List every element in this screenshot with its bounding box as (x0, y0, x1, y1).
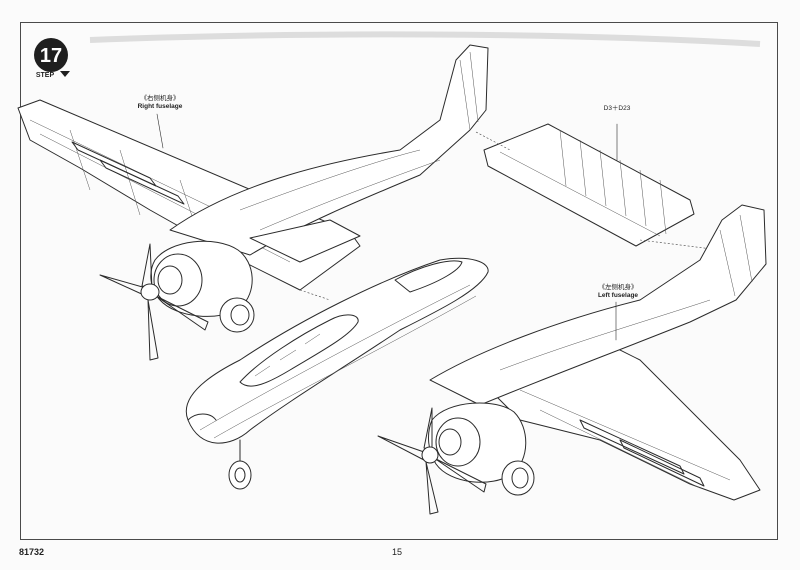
step-label: STEP (36, 72, 55, 79)
part-ref-callout: D3＋D23 (584, 105, 650, 113)
left-fuselage-label-cn: 《左侧机身》 (598, 284, 638, 291)
page-frame (20, 22, 778, 540)
left-fuselage-drawing (377, 204, 767, 515)
left-fuselage-label-en: Left fuselage (597, 292, 639, 299)
part-ref-label: D3＋D23 (603, 105, 631, 112)
page-number: 15 (392, 547, 403, 557)
left-fuselage-callout: 《左侧机身》 Left fuselage (578, 284, 658, 300)
kit-number: 81732 (19, 547, 45, 557)
step-arrow-icon (60, 71, 70, 77)
right-fuselage-label-cn: 《右侧机身》 (140, 95, 180, 102)
right-fuselage-callout: 《右侧机身》 Right fuselage (120, 95, 200, 111)
right-fuselage-label-en: Right fuselage (137, 103, 183, 110)
step-badge: 17 STEP (31, 35, 75, 79)
cockpit-fuselage-drawing (185, 257, 489, 490)
step-number: 17 (40, 45, 62, 67)
right-fuselage-drawing (17, 44, 489, 361)
flap-part-drawing (475, 123, 721, 251)
